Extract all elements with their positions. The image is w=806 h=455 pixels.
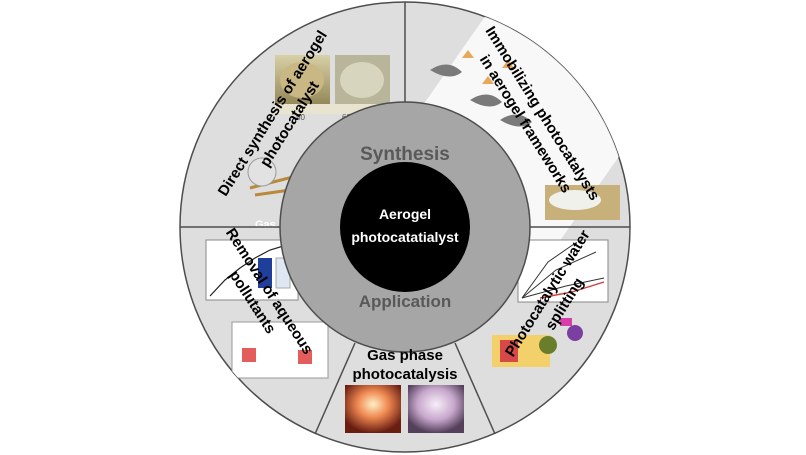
catalyst-schematic: [492, 318, 583, 367]
ruler-strip: [275, 104, 390, 114]
vial-blue: [258, 258, 272, 288]
water-splitting-images: [492, 239, 609, 367]
center-core: [340, 162, 470, 292]
leaf-aerogel: [549, 190, 601, 210]
aerogel-sphere: [247, 157, 277, 187]
ring-label-application: Application: [359, 292, 452, 311]
reactor-red: [242, 348, 256, 362]
ruler-label: 50: [296, 113, 305, 122]
segment-dividers: [180, 2, 630, 435]
aerogel-block: [340, 62, 384, 98]
reactor-red: [298, 350, 312, 364]
h2-evolution-plot: [517, 239, 609, 303]
gas-phase-images: [345, 385, 464, 433]
h2-evolution-red: [539, 281, 605, 299]
center-label-line1: Aerogel: [379, 206, 431, 222]
gas-phase-line1: Gas phase: [367, 347, 443, 364]
particle-icon: [462, 50, 514, 84]
gas-phase-line2: photocatalysis: [352, 366, 457, 383]
gas-photo-right: [408, 385, 464, 433]
removal-curve: [209, 243, 291, 297]
h2-evolution-lines: [521, 243, 605, 299]
ring-label-synthesis: Synthesis: [360, 144, 450, 165]
gas-photo-left: [345, 385, 401, 433]
center-label-line2: photocatatialyst: [351, 229, 459, 245]
gas-phase-label: Gas phase photocatalysis: [352, 347, 457, 383]
aerogel-block: [280, 62, 324, 98]
